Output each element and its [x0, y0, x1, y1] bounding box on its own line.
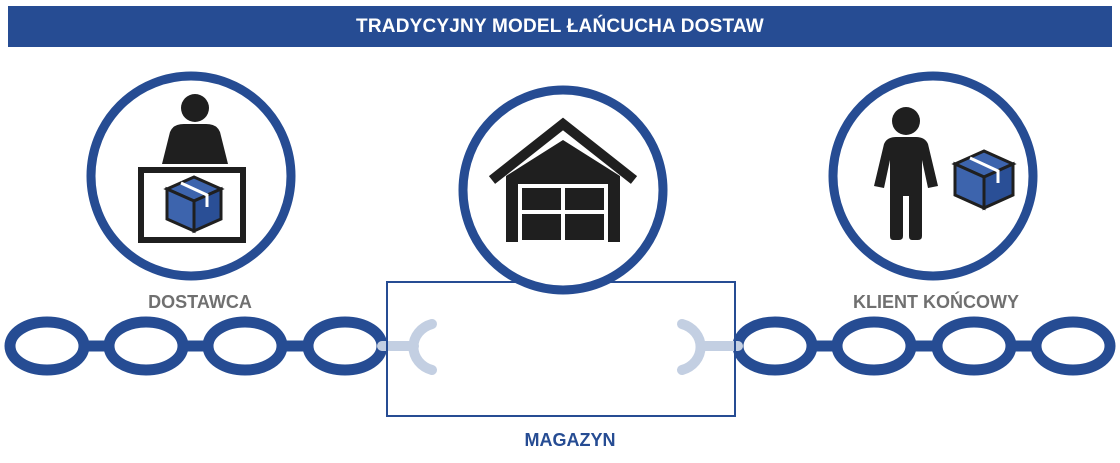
warehouse-icon [488, 117, 638, 244]
supplier-with-box-icon [138, 94, 246, 243]
chain-link [4, 316, 90, 376]
title-bar: TRADYCYJNY MODEL ŁAŃCUCHA DOSTAW [8, 6, 1112, 47]
warehouse-frame [386, 281, 736, 417]
customer-with-box-icon [874, 107, 1017, 240]
broken-link-right [677, 319, 743, 375]
chain-link [302, 316, 388, 376]
broken-link-left [377, 319, 437, 375]
chain-link [831, 316, 917, 376]
supplier-node [86, 71, 296, 281]
chain-link [202, 316, 288, 376]
chain-link [1030, 316, 1116, 376]
supplier-label: DOSTAWCA [148, 292, 252, 312]
chain-link [732, 316, 818, 376]
warehouse-label: MAGAZYN [524, 430, 616, 450]
warehouse-node [458, 85, 668, 295]
client-label: KLIENT KOŃCOWY [853, 292, 1019, 312]
diagram-title: TRADYCYJNY MODEL ŁAŃCUCHA DOSTAW [356, 15, 764, 37]
client-node [828, 71, 1038, 281]
chain-link [103, 316, 189, 376]
broken-link-arc [677, 319, 706, 375]
chain-link [931, 316, 1017, 376]
